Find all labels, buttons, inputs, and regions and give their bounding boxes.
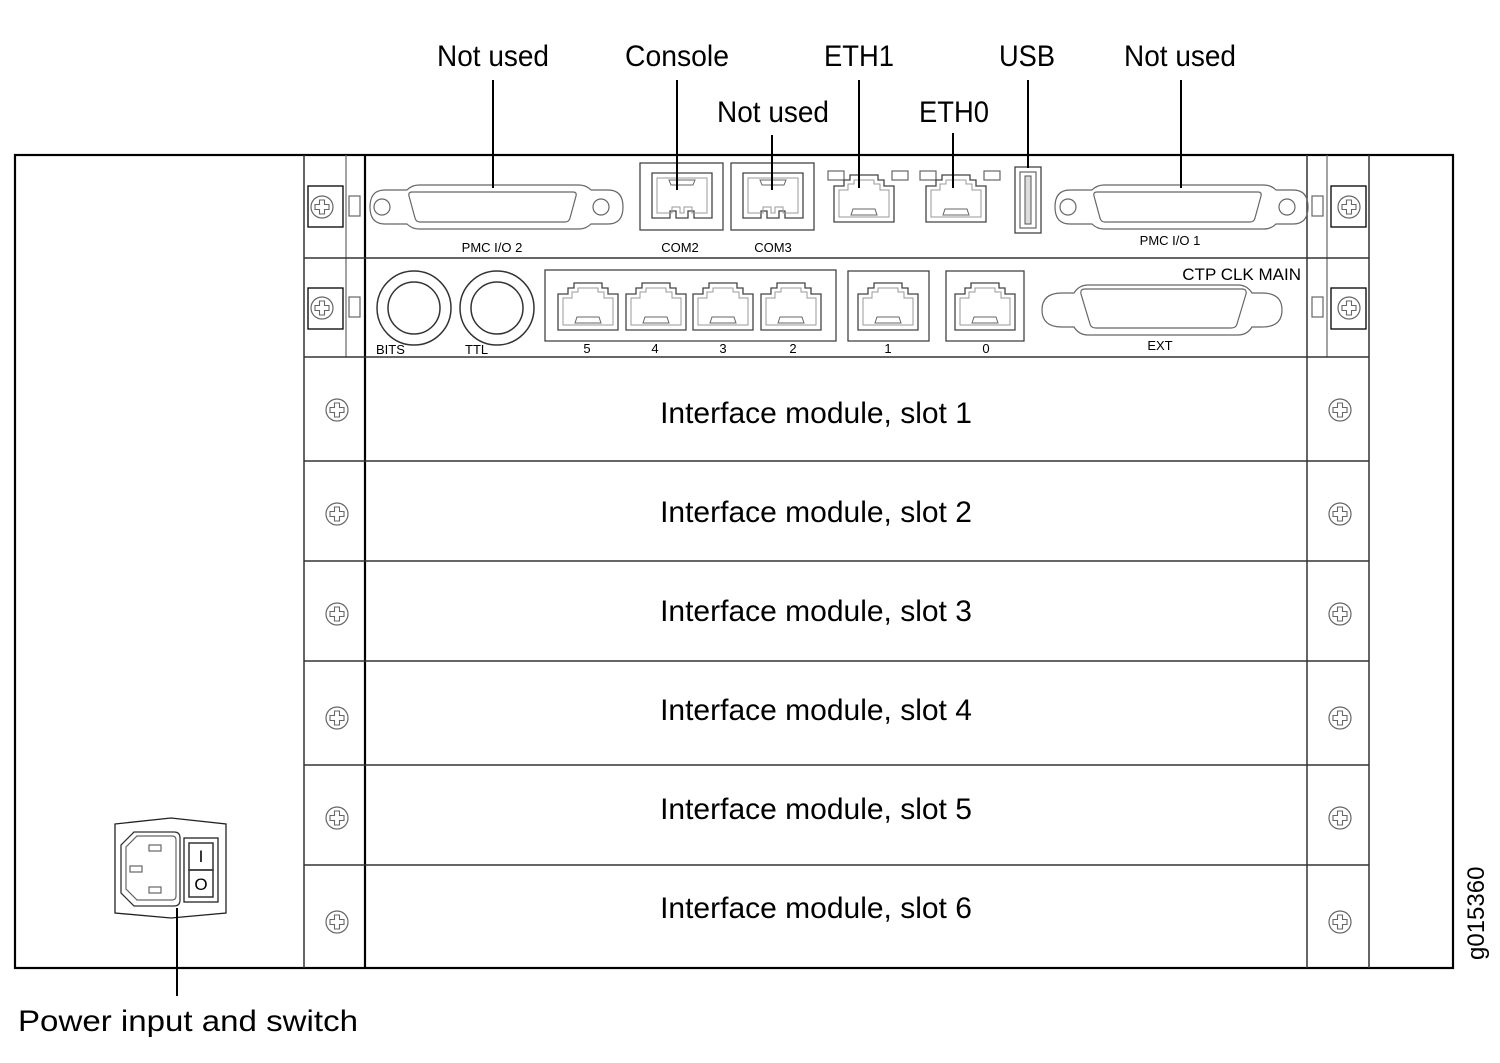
clock-module: BITS TTL 5 4 3 2 1 0 EXT CTP CLK MAIN [307, 265, 1367, 357]
screw-icon [1328, 602, 1352, 626]
slot-5-label: Interface module, slot 5 [660, 793, 972, 826]
screw-icon [325, 910, 349, 934]
pmc-io-2-connector [369, 184, 624, 230]
usb-port[interactable] [1014, 166, 1042, 234]
clock-port-0[interactable] [945, 270, 1025, 342]
port-label: 1 [884, 341, 891, 356]
ejector-icon [348, 296, 361, 318]
screw-icon [1328, 806, 1352, 830]
screw-icon [1328, 706, 1352, 730]
ejector-icon [348, 195, 361, 217]
screw-icon [325, 398, 349, 422]
chassis-outline [13, 153, 1455, 970]
processor-module: PMC I/O 2 COM2 COM3 [307, 162, 1367, 255]
screw-icon [325, 602, 349, 626]
switch-off-symbol: O [194, 875, 207, 894]
slot-6-label: Interface module, slot 6 [660, 892, 972, 925]
eth1-port[interactable] [827, 170, 909, 223]
pmc-io-2-label: PMC I/O 2 [462, 240, 523, 255]
com2-port[interactable] [639, 162, 724, 231]
callout-eth0: ETH0 [919, 96, 989, 129]
power-rocker-switch[interactable] [183, 837, 219, 903]
slot-3-label: Interface module, slot 3 [660, 595, 972, 628]
port-label: 5 [583, 341, 590, 356]
screw-icon [1337, 195, 1361, 219]
callout-leaders [176, 80, 1182, 996]
slot-1-label: Interface module, slot 1 [660, 397, 972, 430]
callout-usb: USB [999, 40, 1055, 73]
eth0-port[interactable] [919, 170, 1001, 223]
port-label: 0 [982, 341, 989, 356]
iec-power-inlet[interactable] [120, 831, 181, 907]
ext-label: EXT [1147, 338, 1172, 353]
callout-power: Power input and switch [18, 1005, 358, 1038]
ejector-icon [1311, 195, 1324, 217]
screw-icon [310, 195, 334, 219]
screw-icon [1328, 910, 1352, 934]
screw-icon [1328, 502, 1352, 526]
bits-label: BITS [376, 342, 405, 357]
callout-com3: Not used [717, 96, 829, 129]
ext-connector[interactable] [1041, 284, 1283, 336]
ttl-label: TTL [465, 342, 488, 357]
screw-icon [325, 706, 349, 730]
slot-4-label: Interface module, slot 4 [660, 694, 972, 727]
screw-icon [310, 296, 334, 320]
com3-label: COM3 [754, 240, 792, 255]
screw-icon [1337, 296, 1361, 320]
slot-2-label: Interface module, slot 2 [660, 496, 972, 529]
ejector-icon [1311, 296, 1324, 318]
port-label: 2 [789, 341, 796, 356]
port-label: 4 [651, 341, 658, 356]
pmc-io-1-connector [1054, 184, 1309, 230]
clock-module-title: CTP CLK MAIN [1182, 265, 1301, 284]
port-label: 3 [719, 341, 726, 356]
interface-slots: Interface module, slot 1 Interface modul… [325, 397, 1352, 934]
com2-label: COM2 [661, 240, 699, 255]
callout-pmc-io-1: Not used [1124, 40, 1236, 73]
pmc-io-1-label: PMC I/O 1 [1140, 233, 1201, 248]
screw-icon [1328, 398, 1352, 422]
screw-icon [325, 502, 349, 526]
figure-id: g015360 [1463, 867, 1490, 960]
ttl-connector[interactable] [459, 270, 535, 346]
clock-port-1[interactable] [847, 270, 930, 342]
callout-pmc-io-2: Not used [437, 40, 549, 73]
callout-eth1: ETH1 [824, 40, 894, 73]
callout-console: Console [625, 40, 729, 73]
screw-icon [325, 806, 349, 830]
switch-on-symbol: I [199, 847, 204, 866]
power-input-and-switch: I O [114, 817, 227, 919]
bits-connector[interactable] [376, 270, 452, 346]
